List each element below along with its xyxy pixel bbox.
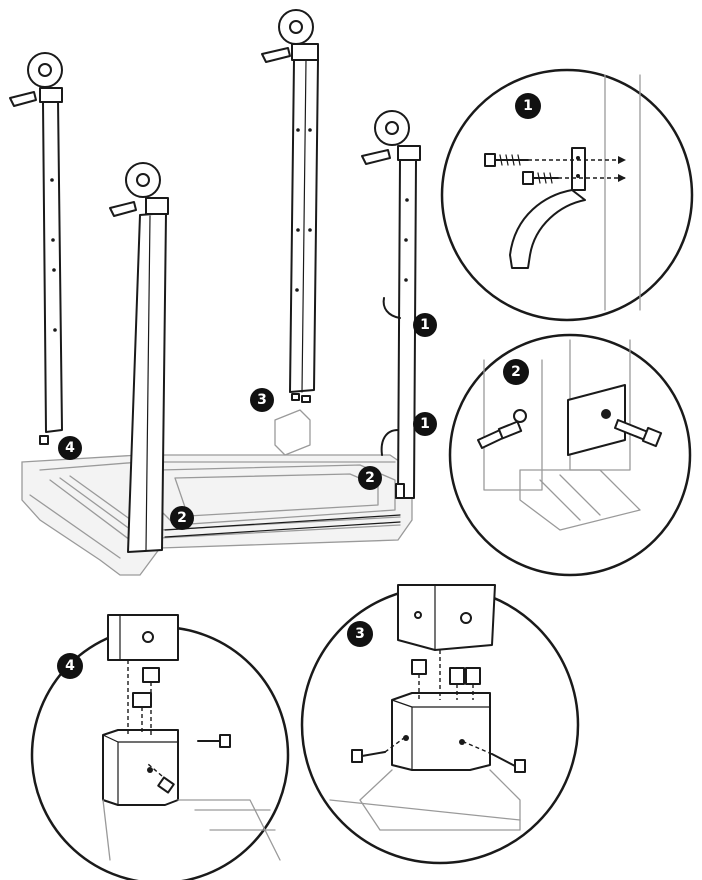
bracket-hook-icon [509,147,586,269]
callout-badge-hook-upper: 1 [413,313,437,337]
bolt-icon [157,776,175,794]
right-front-leg [361,110,421,499]
square-nut-icon [142,667,160,683]
square-nut-icon [301,395,311,403]
main-assembly: 1 1 2 2 3 4 [9,9,437,576]
front-left-leg [109,162,169,553]
square-nut-icon [465,667,481,685]
callout-badge-left-leg: 4 [58,436,82,460]
bolt-icon [197,734,231,748]
detail-3-rear-leg-join: 3 [300,584,580,865]
bolt-icon [491,753,526,773]
callout-badge-rear-leg: 3 [250,388,274,412]
caster-icon [361,110,421,165]
svg-text:2: 2 [511,364,521,380]
svg-text:2: 2 [365,470,375,486]
callout-badge-hook-lower: 1 [413,412,437,436]
hook-icon [382,297,401,319]
step-badge-2: 2 [503,359,529,385]
svg-text:3: 3 [355,626,365,642]
square-nut-icon [449,667,465,685]
rear-right-leg [261,9,319,403]
step-badge-3: 3 [347,621,373,647]
detail-1-hook: 1 [440,68,694,322]
svg-text:3: 3 [257,392,267,408]
hole-icon [513,409,527,423]
svg-text:2: 2 [177,510,187,526]
bolt-icon [614,419,663,448]
left-leg [9,52,63,445]
step-badge-1: 1 [515,93,541,119]
screw-icon [522,171,559,185]
caster-icon [9,52,63,107]
svg-text:4: 4 [65,658,75,674]
hook-icon [380,429,399,456]
screw-icon [484,153,529,167]
bracket-icon [395,483,405,499]
detail-4-left-leg-join: 4 [30,614,290,880]
svg-text:1: 1 [523,98,533,114]
square-nut-icon [132,692,152,708]
callout-badge-rail-left: 2 [170,506,194,530]
plate-icon [567,384,626,456]
svg-text:1: 1 [420,416,430,432]
arrow-icon [618,174,626,182]
caster-icon [109,162,169,217]
detail-2-rail-bracket: 2 [448,333,692,577]
bolt-icon [477,420,523,449]
bolt-icon [351,749,386,763]
square-nut-icon [39,435,49,445]
svg-text:1: 1 [420,317,430,333]
step-badge-4: 4 [57,653,83,679]
base-tray [21,409,413,576]
square-nut-icon [291,393,300,401]
socket-icon [102,729,179,806]
square-nut-icon [411,659,427,675]
callout-badge-rail-right: 2 [358,466,382,490]
front-rail [164,514,401,538]
svg-text:4: 4 [65,440,75,456]
leg-tube-icon [397,584,496,651]
socket-icon [391,692,491,771]
arrow-icon [618,156,626,164]
caster-icon [261,9,319,63]
leg-tube-icon [107,614,179,661]
